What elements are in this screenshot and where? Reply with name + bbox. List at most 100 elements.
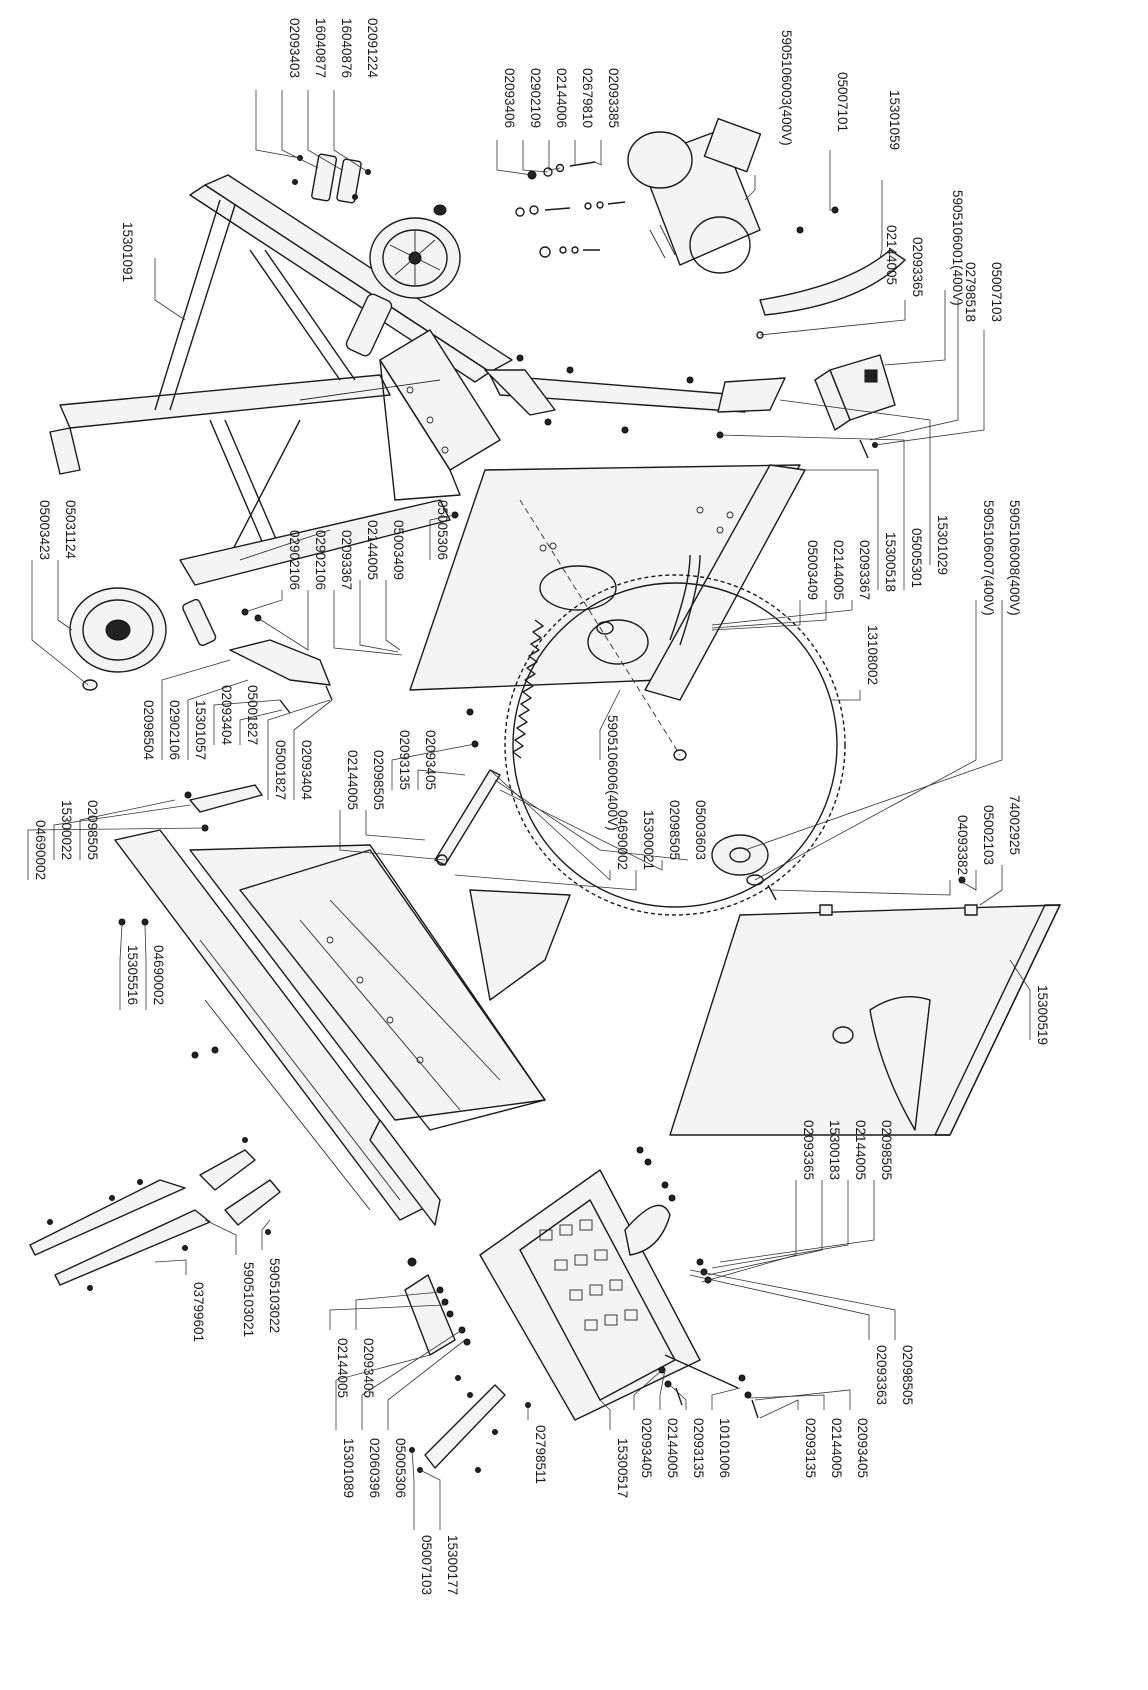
extension-rails [29,1137,281,1291]
part-label: 5905106006(400V) [605,715,620,831]
part-label: 15301029 [935,515,950,575]
part-label: 02093405 [639,1418,654,1478]
part-label: 5905103021 [241,1262,256,1337]
table-spring [658,1354,759,1419]
stand-frame [49,174,513,586]
part-label: 02093367 [857,540,872,600]
part-label: 15300518 [883,532,898,592]
parts-drawing [29,117,1061,1473]
part-label: 15305516 [125,945,140,1005]
part-label: 15300183 [827,1120,842,1180]
part-label: 02098505 [667,800,682,860]
part-label: 03799601 [191,1282,206,1342]
part-label: 02093365 [801,1120,816,1180]
part-label: 02144006 [554,68,569,128]
part-label: 02144005 [335,1338,350,1398]
part-label: 02144005 [345,750,360,810]
spring-rod [434,619,544,866]
part-label: 5905103022 [267,1258,282,1333]
part-label: 02093135 [803,1418,818,1478]
part-label: 13108002 [865,625,880,685]
sliding-table [479,1146,712,1421]
part-label: 02144005 [884,225,899,285]
blade-plate [409,464,806,701]
part-label: 02798511 [533,1425,548,1484]
lower-housing [114,829,571,1226]
part-label: 15301091 [120,222,135,282]
handle-frame [404,1257,471,1356]
part-label: 05001827 [245,685,260,745]
part-label: 05003409 [805,540,820,600]
part-label: 15301057 [193,700,208,760]
switch-box [814,354,896,459]
part-label: 05001827 [273,740,288,800]
part-label: 02902106 [287,530,302,590]
part-label: 02098505 [900,1345,915,1405]
blade-flange [711,834,966,901]
part-label: 02060396 [367,1438,382,1498]
part-label: 5905106003(400V) [779,30,794,146]
small-link [184,784,263,832]
part-label: 02093135 [691,1418,706,1478]
part-label: 15300022 [59,800,74,860]
part-label: 04690002 [615,810,630,870]
part-label: 02098504 [141,700,156,761]
part-label: 02093367 [339,530,354,590]
part-label: 10101006 [717,1418,732,1478]
part-label: 05002103 [981,805,996,865]
bolt-group-top [515,161,626,258]
part-label: 02098505 [371,750,386,810]
motor-rail [484,354,786,439]
part-label: 02093365 [910,237,925,297]
part-label: 05007101 [835,72,850,132]
top-small-parts [292,153,371,204]
part-label: 15300519 [1035,985,1050,1045]
part-label: 02902106 [167,700,182,760]
part-label: 15300517 [615,1438,630,1498]
part-label: 5905106007(400V) [981,500,996,616]
part-label: 02098505 [879,1120,894,1180]
part-label: 04093382 [955,815,970,875]
part-label: 02098505 [85,800,100,860]
part-label: 05007103 [419,1535,434,1595]
motor [627,117,762,274]
part-label: 02144005 [665,1418,680,1478]
part-label: 02144005 [853,1120,868,1180]
part-label: 05031124 [63,500,78,560]
saw-blade [504,499,846,916]
part-label: 05003409 [391,520,406,580]
part-label: 04690002 [33,820,48,880]
part-label: 5905106001(400V) [950,190,965,306]
part-label: 05005306 [435,500,450,560]
part-label: 02093363 [874,1345,889,1405]
part-label: 16040876 [339,18,354,78]
part-label: 16040877 [313,18,328,78]
part-label: 05003603 [693,800,708,860]
part-label: 02093406 [502,68,517,128]
leader-lines [27,90,1031,1530]
part-label: 02093135 [397,730,412,790]
part-label: 02093385 [606,68,621,128]
part-label: 05005301 [909,528,924,588]
part-label: 02144005 [829,1418,844,1478]
part-label: 74002925 [1007,795,1022,855]
part-label: 02902109 [528,68,543,128]
part-label: 02093405 [423,730,438,790]
part-label: 15301059 [887,90,902,150]
part-label: 5905106008(400V) [1007,500,1022,616]
part-label: 05005306 [393,1438,408,1498]
part-label: 02144005 [831,540,846,600]
part-label: 15300021 [641,810,656,870]
part-label: 02093405 [855,1418,870,1478]
rail-piece [409,1375,531,1473]
top-wheel [369,204,461,299]
part-label: 02091224 [365,18,380,79]
part-label: 04690002 [151,945,166,1005]
part-label: 05003423 [37,500,52,560]
bottom-wheel [69,587,217,691]
part-number-labels: 02091224 16040876 16040877 02093403 0209… [33,18,1050,1595]
part-label: 02902106 [313,530,328,590]
part-label: 05007103 [989,262,1004,322]
part-label: 02093405 [361,1338,376,1398]
